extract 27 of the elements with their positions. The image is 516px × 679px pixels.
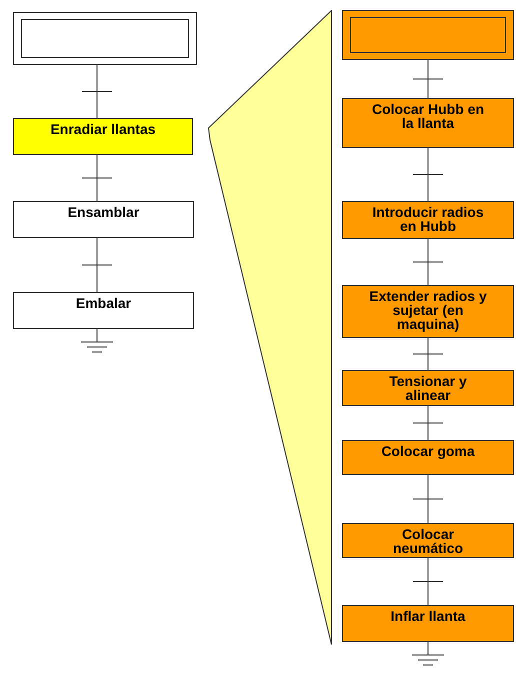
step-label: Introducir radios en Hubb <box>371 203 485 233</box>
connector-line <box>96 154 98 202</box>
connector-line <box>96 238 98 292</box>
connector-line <box>96 64 98 118</box>
step-box <box>342 201 514 239</box>
step-box <box>342 98 514 148</box>
step-box <box>13 201 194 238</box>
expansion-wedge <box>208 10 332 645</box>
step-label: Inflar llanta <box>390 607 466 623</box>
step-box <box>13 118 193 155</box>
step-box <box>342 605 514 642</box>
step-label: Colocar goma <box>380 442 476 458</box>
step-label: Extender radios y sujetar (en maquina) <box>368 287 488 331</box>
step-label: Ensamblar <box>66 203 140 219</box>
step-label: Embalar <box>74 294 132 310</box>
step-box <box>13 292 194 329</box>
initial-step-box <box>342 10 514 60</box>
step-label: Enradiar llantas <box>49 120 157 136</box>
step-box <box>342 285 514 338</box>
step-label: Colocar Hubb en la llanta <box>372 100 484 130</box>
step-box <box>342 370 514 406</box>
step-box <box>342 440 514 475</box>
initial-step-box <box>13 12 197 65</box>
connector-line <box>96 328 98 342</box>
step-label: Colocar neumático <box>392 525 464 555</box>
step-box <box>342 523 514 558</box>
step-label: Tensionar y alinear <box>388 372 468 402</box>
